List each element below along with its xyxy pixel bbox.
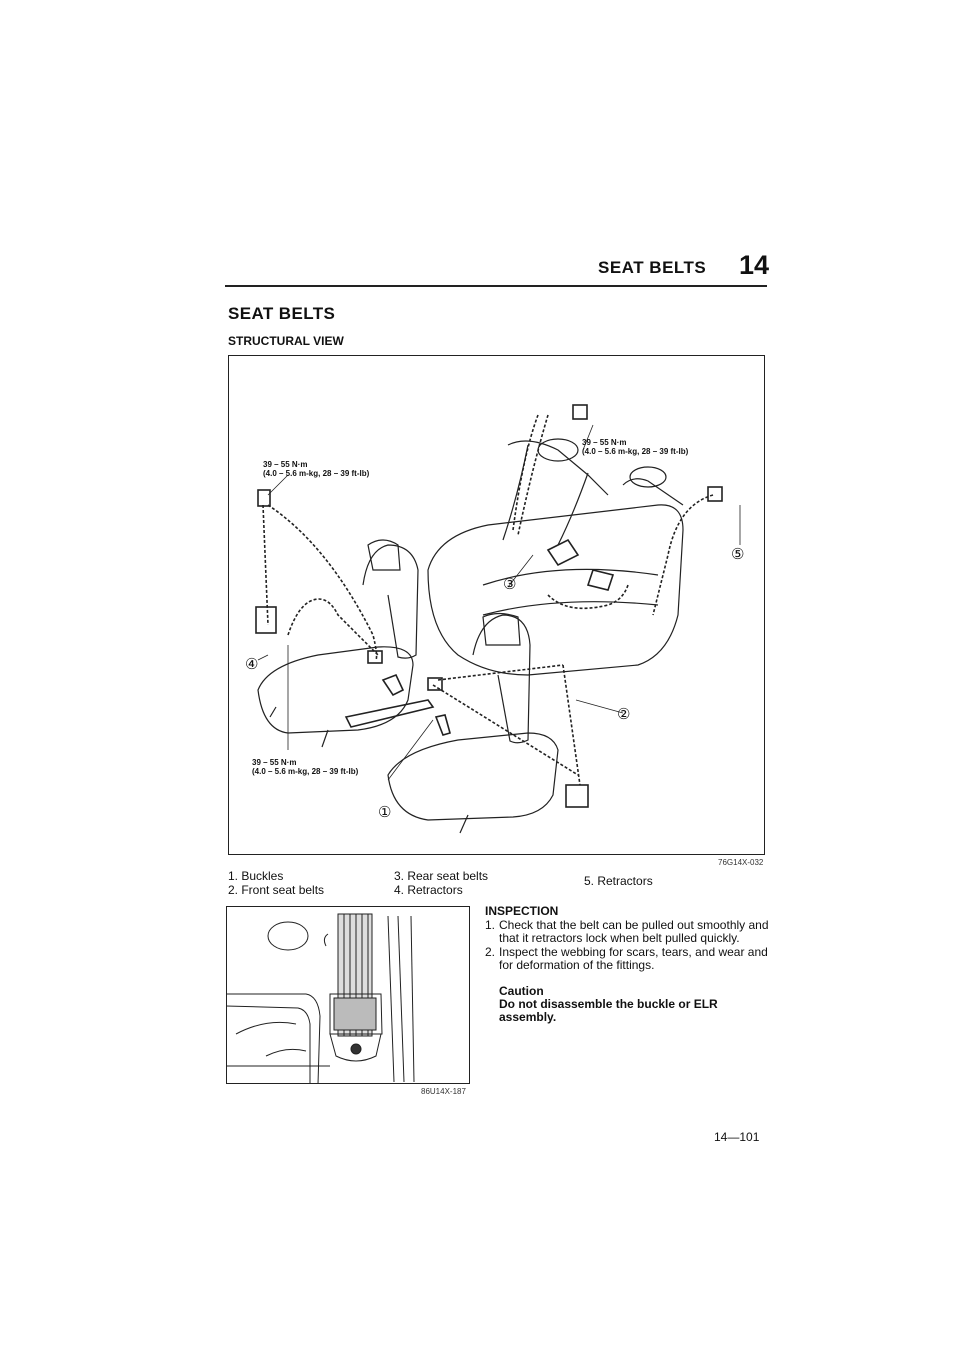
torque-spec-top-right: 39 – 55 N·m (4.0 – 5.6 m-kg, 28 – 39 ft-… bbox=[582, 438, 688, 456]
step-text: Check that the belt can be pulled out sm… bbox=[499, 918, 769, 945]
torque-spec-top-left: 39 – 55 N·m (4.0 – 5.6 m-kg, 28 – 39 ft-… bbox=[263, 460, 369, 478]
front-right-belt bbox=[344, 664, 589, 808]
step-number: 1. bbox=[485, 918, 496, 932]
front-left-seat bbox=[257, 539, 419, 748]
figure-code: 76G14X-032 bbox=[718, 858, 764, 867]
section-title: SEAT BELTS bbox=[228, 304, 336, 323]
torque-value: 39 – 55 N·m bbox=[582, 438, 627, 447]
header-rule bbox=[225, 285, 767, 287]
torque-alt-units: (4.0 – 5.6 m-kg, 28 – 39 ft-lb) bbox=[582, 447, 689, 456]
legend-item-2: 2. Front seat belts bbox=[228, 883, 325, 897]
seat-belt-illustration bbox=[255, 404, 741, 834]
structural-view-title: STRUCTURAL VIEW bbox=[228, 334, 344, 348]
callout-5: ⑤ bbox=[731, 546, 745, 563]
inspection-step-2: 2. Inspect the webbing for scars, tears,… bbox=[485, 946, 770, 972]
torque-alt-units: (4.0 – 5.6 m-kg, 28 – 39 ft-lb) bbox=[263, 469, 370, 478]
page-number: 14—101 bbox=[714, 1130, 760, 1144]
step-text: Inspect the webbing for scars, tears, an… bbox=[499, 945, 768, 972]
torque-value: 39 – 55 N·m bbox=[263, 460, 308, 469]
legend-item-3: 3. Rear seat belts bbox=[394, 869, 489, 883]
inspection-figure-code: 86U14X-187 bbox=[421, 1087, 466, 1096]
callout-4: ④ bbox=[245, 656, 259, 673]
rear-belts bbox=[512, 404, 723, 616]
torque-spec-bottom-left: 39 – 55 N·m (4.0 – 5.6 m-kg, 28 – 39 ft-… bbox=[252, 758, 358, 776]
inspection-figure-frame bbox=[226, 906, 470, 1084]
rear-seat bbox=[427, 438, 684, 676]
caution-title: Caution bbox=[499, 984, 544, 998]
legend-item-1: 1. Buckles bbox=[228, 869, 284, 883]
step-number: 2. bbox=[485, 945, 496, 959]
chapter-number: 14 bbox=[739, 250, 770, 280]
callout-2: ② bbox=[617, 706, 631, 723]
structural-view-frame bbox=[228, 355, 765, 855]
buckle-illustration bbox=[226, 913, 415, 1084]
header-title: SEAT BELTS bbox=[598, 258, 707, 277]
torque-value: 39 – 55 N·m bbox=[252, 758, 297, 767]
inspection-title: INSPECTION bbox=[485, 904, 559, 918]
legend-item-5: 5. Retractors bbox=[584, 874, 653, 888]
front-right-seat bbox=[387, 612, 559, 834]
inspection-step-1: 1. Check that the belt can be pulled out… bbox=[485, 919, 770, 945]
callout-3: ③ bbox=[503, 576, 517, 593]
callout-leaders bbox=[257, 424, 741, 781]
caution-text: Do not disassemble the buckle or ELR ass… bbox=[499, 997, 718, 1024]
callout-1: ① bbox=[378, 804, 392, 821]
legend-item-4: 4. Retractors bbox=[394, 883, 463, 897]
front-left-belt bbox=[255, 489, 405, 697]
torque-alt-units: (4.0 – 5.6 m-kg, 28 – 39 ft-lb) bbox=[252, 767, 359, 776]
